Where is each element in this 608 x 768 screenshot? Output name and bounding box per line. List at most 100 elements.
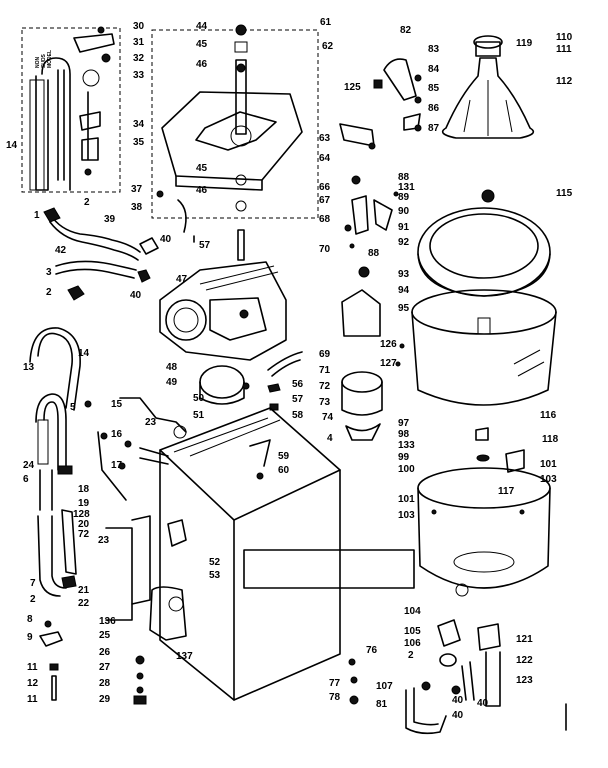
callout-137: 137 xyxy=(176,651,193,662)
callout-25: 25 xyxy=(99,630,111,641)
callout-44: 44 xyxy=(196,21,208,32)
callout-32: 32 xyxy=(133,53,145,64)
callout-127: 127 xyxy=(380,358,397,369)
callout-116: 116 xyxy=(540,410,557,421)
callout-121: 121 xyxy=(516,634,533,645)
callout-20: 20 xyxy=(78,519,90,530)
callout-2: 2 xyxy=(30,594,36,605)
callout-2: 2 xyxy=(408,650,414,661)
callout-4: 4 xyxy=(327,433,333,444)
callout-56: 56 xyxy=(292,379,304,390)
callout-33: 33 xyxy=(133,70,145,81)
callout-125: 125 xyxy=(344,82,361,93)
callout-45: 45 xyxy=(196,163,208,174)
callout-23: 23 xyxy=(98,535,110,546)
callout-59: 59 xyxy=(278,451,290,462)
callout-78: 78 xyxy=(329,692,341,703)
callout-115: 115 xyxy=(556,188,573,199)
callout-6: 6 xyxy=(23,474,29,485)
callout-29: 29 xyxy=(99,694,111,705)
callout-40: 40 xyxy=(130,290,142,301)
callout-101: 101 xyxy=(540,459,557,470)
callout-74: 74 xyxy=(322,412,334,423)
tub-icon xyxy=(411,207,557,406)
callout-61: 61 xyxy=(320,17,332,28)
callout-34: 34 xyxy=(133,119,145,130)
callout-101: 101 xyxy=(398,494,415,505)
callout-93: 93 xyxy=(398,269,410,280)
callout-82: 82 xyxy=(400,25,412,36)
callout-46: 46 xyxy=(196,59,208,70)
callout-88: 88 xyxy=(398,172,410,183)
callout-3: 3 xyxy=(46,267,52,278)
callout-17: 17 xyxy=(111,460,123,471)
transmission-icon xyxy=(159,229,287,361)
callout-86: 86 xyxy=(428,103,440,114)
callout-98: 98 xyxy=(398,429,410,440)
callout-46: 46 xyxy=(196,185,208,196)
callout-19: 19 xyxy=(78,498,90,509)
callout-69: 69 xyxy=(319,349,331,360)
switch-bracket-icon xyxy=(339,58,422,278)
callout-39: 39 xyxy=(104,214,116,225)
callout-14: 14 xyxy=(6,140,18,151)
callout-66: 66 xyxy=(319,182,331,193)
callout-71: 71 xyxy=(319,365,331,376)
motor-pump-icon xyxy=(199,351,303,411)
callout-110: 110 xyxy=(556,32,573,43)
pump-icon xyxy=(405,619,501,735)
water-valve-icon xyxy=(97,397,187,501)
callout-52: 52 xyxy=(209,557,221,568)
models-note-line-3: MODEL xyxy=(47,50,53,68)
callout-72: 72 xyxy=(78,529,90,540)
callout-131: 131 xyxy=(398,182,415,193)
callout-107: 107 xyxy=(376,681,393,692)
callout-95: 95 xyxy=(398,303,410,314)
callout-7: 7 xyxy=(30,578,36,589)
callout-99: 99 xyxy=(398,452,410,463)
callout-5: 5 xyxy=(70,402,76,413)
callout-48: 48 xyxy=(166,362,178,373)
timer-motor-icon xyxy=(341,289,405,441)
callout-57: 57 xyxy=(292,394,304,405)
callout-47: 47 xyxy=(176,274,188,285)
siphon-break-inset xyxy=(21,27,121,193)
callout-42: 42 xyxy=(55,245,67,256)
callout-62: 62 xyxy=(322,41,334,52)
callout-51: 51 xyxy=(193,410,205,421)
callout-53: 53 xyxy=(209,570,221,581)
callout-9: 9 xyxy=(27,632,33,643)
callout-118: 118 xyxy=(542,434,559,445)
callout-31: 31 xyxy=(133,37,145,48)
callout-2: 2 xyxy=(84,197,90,208)
models-note-line-2: SUDS xyxy=(41,53,47,68)
callout-103: 103 xyxy=(398,510,415,521)
transmission-inset xyxy=(151,29,319,219)
valve-bracket-icon xyxy=(73,26,115,176)
callout-67: 67 xyxy=(319,195,331,206)
callout-81: 81 xyxy=(376,699,388,710)
callout-40: 40 xyxy=(160,234,172,245)
callout-77: 77 xyxy=(329,678,341,689)
callout-122: 122 xyxy=(516,655,533,666)
callout-12: 12 xyxy=(27,678,39,689)
callout-22: 22 xyxy=(78,598,90,609)
callout-68: 68 xyxy=(319,214,331,225)
callout-27: 27 xyxy=(99,662,111,673)
callout-30: 30 xyxy=(133,21,145,32)
cabinet-icon xyxy=(105,407,567,731)
callout-11: 11 xyxy=(27,662,38,673)
callout-92: 92 xyxy=(398,237,410,248)
callout-105: 105 xyxy=(404,626,421,637)
agitator-icon xyxy=(441,35,535,203)
callout-26: 26 xyxy=(99,647,111,658)
callout-2: 2 xyxy=(46,287,52,298)
callout-21: 21 xyxy=(78,585,90,596)
callout-50: 50 xyxy=(193,393,205,404)
callout-8: 8 xyxy=(27,614,33,625)
callout-24: 24 xyxy=(23,460,35,471)
callout-64: 64 xyxy=(319,153,331,164)
hose-icon xyxy=(29,327,92,701)
callout-37: 37 xyxy=(131,184,143,195)
callout-70: 70 xyxy=(319,244,331,255)
